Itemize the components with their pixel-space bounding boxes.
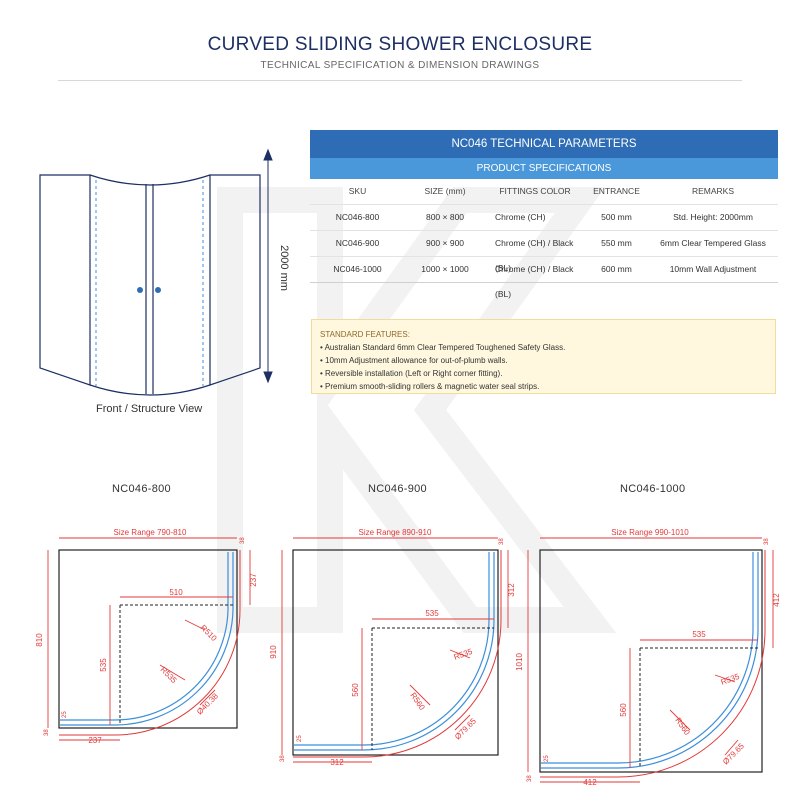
column-header: SKU [348, 186, 367, 196]
small-dim: 38 [240, 537, 246, 544]
table-row: NC046-900 900 × 900 Chrome (CH) / Black … [310, 231, 778, 273]
small-dim: 25 [544, 755, 550, 762]
table-cell: 6mm Clear Tempered Glass [660, 238, 766, 248]
front-view-caption: Front / Structure View [96, 403, 203, 415]
feature-item: • 10mm Adjustment allowance for out-of-p… [320, 356, 508, 365]
inner-width-label: 535 [692, 630, 706, 639]
bottom-label: 237 [88, 736, 102, 745]
r-outer-label: R535 [453, 647, 475, 662]
column-header: REMARKS [691, 186, 735, 196]
drawing-title-1000: NC046-1000 [620, 483, 686, 495]
r-inner-label: R535 [159, 665, 179, 685]
plan-drawing-800: Size Range 790-810 810 237 237 510 535 R… [35, 528, 258, 745]
features-heading: STANDARD FEATURES: [320, 330, 410, 339]
inner-height-label: 560 [619, 703, 628, 717]
header-divider [58, 80, 742, 81]
table-cell: Chrome (CH) / Black (BL) [495, 238, 574, 273]
small-dim: 38 [527, 775, 533, 782]
size-range-label: Size Range 790-810 [114, 528, 187, 537]
plan-drawing-1000: Size Range 990-1010 1010 412 412 535 560… [515, 528, 781, 787]
table-row: NC046-800 800 × 800 Chrome (CH) 500 mm S… [310, 205, 778, 231]
size-range-label: Size Range 990-1010 [611, 528, 689, 537]
small-dim: 38 [499, 538, 505, 545]
top-right-label: 237 [249, 573, 258, 587]
front-structure-drawing [39, 148, 273, 396]
table-cell: NC046-900 [335, 238, 380, 248]
table-cell: Chrome (CH) [495, 212, 546, 222]
standard-features-box: STANDARD FEATURES: • Australian Standard… [311, 319, 776, 394]
handle-left-icon [137, 287, 143, 293]
table-cell: 600 mm [601, 264, 632, 274]
height-label: 810 [35, 633, 44, 647]
table-title: NC046 TECHNICAL PARAMETERS [310, 130, 778, 158]
top-right-label: 312 [507, 583, 516, 597]
r-inner-label: R560 [408, 691, 427, 712]
r-outer-label: R510 [199, 623, 219, 643]
table-header-row: SKU SIZE (mm) FITTINGS COLOR ENTRANCE RE… [310, 179, 778, 205]
size-range-label: Size Range 890-910 [359, 528, 432, 537]
column-header: FITTINGS COLOR [499, 186, 571, 196]
table-cell: 800 × 800 [425, 212, 465, 222]
table-cell: Std. Height: 2000mm [673, 212, 753, 222]
table-cell: NC046-800 [335, 212, 380, 222]
page-subtitle: TECHNICAL SPECIFICATION & DIMENSION DRAW… [260, 60, 540, 71]
top-right-label: 412 [772, 593, 781, 607]
height-dimension-label: 2000 mm [277, 245, 290, 291]
table-cell: 10mm Wall Adjustment [669, 264, 757, 274]
drawing-title-800: NC046-800 [112, 483, 171, 495]
bottom-label: 412 [583, 778, 597, 787]
small-dim: 38 [44, 729, 50, 736]
feature-item: • Premium smooth-sliding rollers & magne… [320, 382, 540, 391]
small-dim: 25 [62, 711, 68, 718]
table-cell: 550 mm [601, 238, 632, 248]
table-row: NC046-1000 1000 × 1000 Chrome (CH) / Bla… [310, 257, 778, 299]
feature-item: • Reversible installation (Left or Right… [320, 369, 503, 378]
height-label: 1010 [515, 653, 524, 671]
column-header: ENTRANCE [593, 186, 640, 196]
table-cell: NC046-1000 [333, 264, 382, 274]
r-inner-label: R560 [673, 716, 692, 737]
small-dim: 38 [764, 538, 770, 545]
small-dim: 38 [280, 755, 286, 762]
diagonal-label: Ø40.38 [195, 691, 220, 716]
handle-right-icon [155, 287, 161, 293]
inner-width-label: 510 [169, 588, 183, 597]
table-cell: 1000 × 1000 [421, 264, 469, 274]
technical-parameters-table: NC046 TECHNICAL PARAMETERS PRODUCT SPECI… [310, 130, 778, 299]
r-outer-label: R535 [720, 672, 742, 687]
feature-item: • Australian Standard 6mm Clear Tempered… [320, 343, 566, 352]
drawing-title-900: NC046-900 [368, 483, 427, 495]
height-label: 910 [269, 645, 278, 659]
small-dim: 25 [297, 735, 303, 742]
inner-height-label: 535 [99, 658, 108, 672]
page-title: CURVED SLIDING SHOWER ENCLOSURE [207, 34, 593, 55]
table-subtitle: PRODUCT SPECIFICATIONS [310, 158, 778, 179]
table-cell: Chrome (CH) / Black (BL) [495, 264, 574, 299]
bottom-label: 312 [330, 758, 344, 767]
plan-drawings: Size Range 790-810 810 237 237 510 535 R… [35, 528, 781, 787]
inner-width-label: 535 [425, 609, 439, 618]
table-cell: 500 mm [601, 212, 632, 222]
plan-drawing-900: Size Range 890-910 910 312 312 535 560 R… [269, 528, 516, 767]
column-header: SIZE (mm) [424, 186, 466, 196]
table-cell: 900 × 900 [425, 238, 465, 248]
inner-height-label: 560 [351, 683, 360, 697]
